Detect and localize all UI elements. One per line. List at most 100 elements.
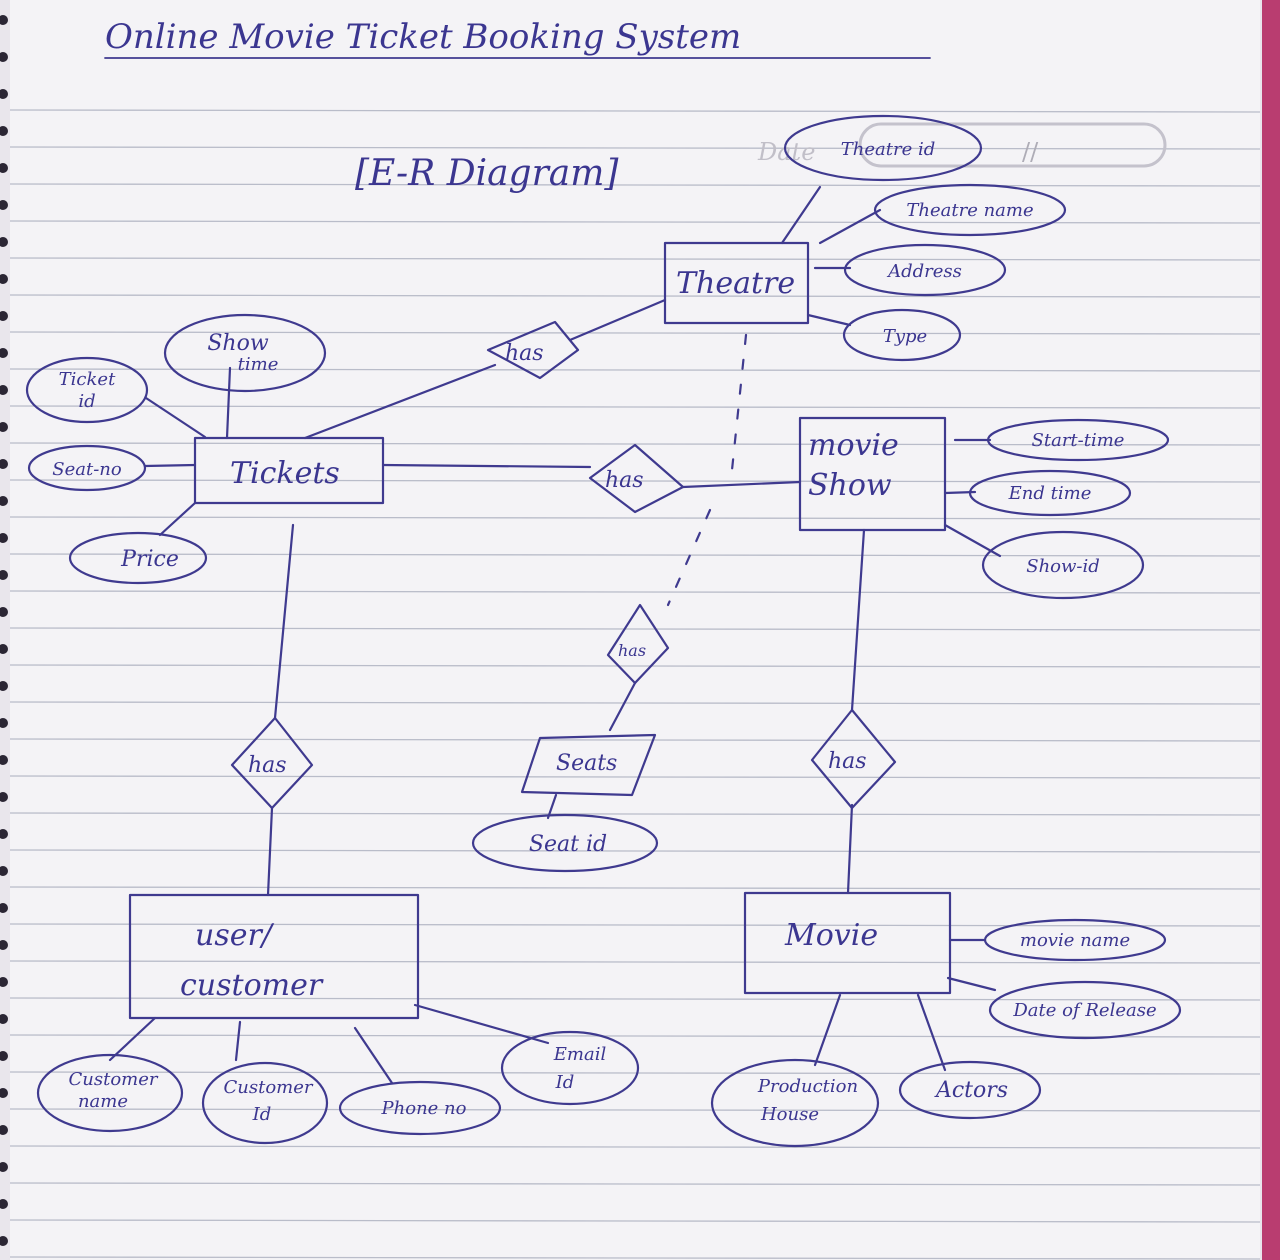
ruled-line [9, 257, 1261, 261]
relationship-show-movie-label: has [828, 749, 867, 774]
attr-customer-name-label-1: Customer [69, 1069, 159, 1090]
ruled-line [9, 960, 1261, 964]
binding-hole [0, 1088, 8, 1098]
binding-hole [0, 792, 8, 802]
ruled-line [9, 627, 1261, 631]
attr-production-house-label-1: Production [757, 1076, 858, 1097]
binding-hole [0, 385, 8, 395]
binding-hole [0, 940, 8, 950]
attr-date-of-release: Date of Release [988, 980, 1182, 1040]
ruled-line [9, 368, 1261, 372]
binding-hole [0, 496, 8, 506]
attr-ticket-id-label-1: Ticket [59, 369, 116, 390]
attr-phone-no-label: Phone no [381, 1098, 467, 1119]
attr-actors-label: Actors [934, 1078, 1008, 1103]
binding-hole [0, 1199, 8, 1209]
attr-customer-id-label-1: Customer [224, 1077, 314, 1098]
attr-movie-name-label: movie name [1020, 930, 1130, 951]
entity-movie-show-label-2: Show [808, 468, 892, 503]
attr-date-of-release-label: Date of Release [1012, 1000, 1156, 1021]
date-mark: // [1022, 138, 1039, 166]
binding-hole [0, 200, 8, 210]
attr-actors: Actors [898, 1060, 1042, 1120]
binding-hole [0, 607, 8, 617]
diagram-title: Online Movie Ticket Booking System [105, 17, 741, 57]
ruled-line [9, 886, 1261, 890]
connector-lines [108, 185, 1002, 1085]
attr-show-time-label-1: Show [207, 331, 268, 356]
binding-hole [0, 348, 8, 358]
entity-seats-label: Seats [556, 751, 617, 776]
entity-user-label-2: customer [180, 968, 324, 1003]
ruled-line [9, 331, 1261, 335]
attr-theatre-id: Theatre id [783, 114, 983, 182]
entity-movie-show-label-1: movie [808, 428, 899, 463]
ruled-line [9, 516, 1261, 520]
binding-hole [0, 1162, 8, 1172]
binding-hole [0, 903, 8, 913]
attr-seat-no-label: Seat-no [52, 459, 122, 480]
ruled-line [9, 479, 1261, 483]
binding-hole [0, 570, 8, 580]
ruled-line [9, 1219, 1261, 1223]
ruled-line [9, 701, 1261, 705]
binding-hole [0, 52, 8, 62]
binding-hole [0, 977, 8, 987]
attr-phone-no: Phone no [338, 1080, 502, 1136]
attr-ticket-id-label-2: id [78, 391, 95, 412]
attr-ticket-id: Ticket id [25, 356, 149, 424]
attr-seat-id-label: Seat id [529, 832, 607, 857]
ruled-line [9, 997, 1261, 1001]
binding-hole [0, 1014, 8, 1024]
relationship-show-movie: has [810, 708, 897, 810]
ruled-line [9, 664, 1261, 668]
attr-customer-id: Customer Id [201, 1061, 329, 1145]
binding-hole [0, 237, 8, 247]
binding-hole [0, 459, 8, 469]
attr-customer-id-label-2: Id [252, 1104, 272, 1125]
attr-start-time-label: Start-time [1032, 430, 1125, 451]
attr-address-label: Address [886, 261, 962, 282]
attr-show-id: Show-id [981, 530, 1145, 600]
binding-hole [0, 866, 8, 876]
ruled-line [9, 1071, 1261, 1075]
binding-hole [0, 15, 8, 25]
attr-customer-name-label-2: name [78, 1091, 128, 1112]
binding-hole [0, 829, 8, 839]
ruled-line [9, 1145, 1261, 1149]
relationship-show-seats: has [606, 603, 670, 685]
entity-theatre: Theatre [663, 241, 810, 325]
ruled-line [9, 553, 1261, 557]
ruled-line [9, 183, 1261, 187]
attr-type-label: Type [883, 326, 927, 347]
entity-movie-label: Movie [784, 918, 878, 953]
relationship-tickets-user: has [230, 716, 314, 810]
ruled-line [9, 1182, 1261, 1186]
binding-hole [0, 1236, 8, 1246]
attr-show-time-label-2: time [238, 354, 279, 375]
attr-email-id-label-2: Id [555, 1072, 575, 1093]
ruled-line [9, 590, 1261, 594]
binding-hole [0, 718, 8, 728]
binding-hole [0, 755, 8, 765]
ruled-line [9, 146, 1261, 150]
binding-hole [0, 163, 8, 173]
attr-show-time: Show time [163, 313, 327, 393]
relationship-tickets-show: has [588, 443, 685, 514]
attr-production-house: Production House [710, 1058, 880, 1148]
diagram-subtitle: [E-R Diagram] [355, 153, 619, 194]
attr-production-house-label-2: House [760, 1104, 819, 1125]
ruled-line [9, 775, 1261, 779]
date-field [858, 122, 1167, 168]
entity-tickets-label: Tickets [230, 456, 340, 491]
attr-price-label: Price [120, 547, 179, 572]
page-edge-color [1262, 0, 1280, 1260]
entity-user-label-1: user/ [195, 918, 275, 953]
binding-hole [0, 274, 8, 284]
binding-hole [0, 1051, 8, 1061]
ruled-line [9, 294, 1261, 298]
attr-movie-name: movie name [983, 918, 1167, 962]
binding-hole [0, 533, 8, 543]
entity-seats: Seats [520, 733, 657, 797]
